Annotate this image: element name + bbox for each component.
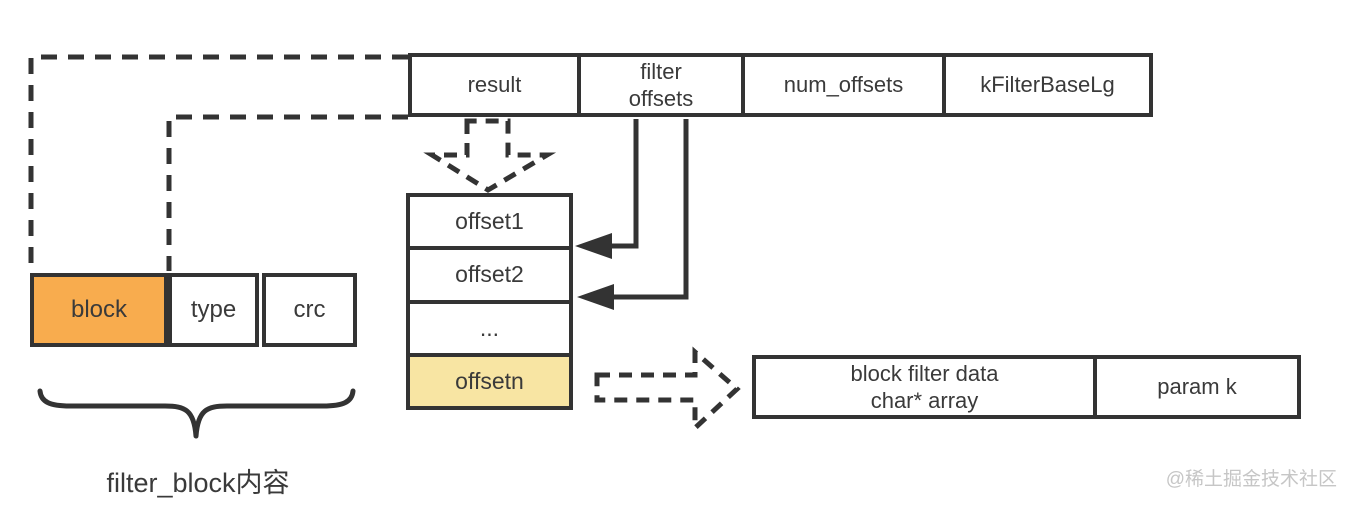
dashed-down-block-arrow-icon (423, 118, 557, 193)
box-block: block (30, 273, 168, 347)
row-offset1: offset1 (455, 208, 524, 235)
cell-block-filter-data: block filter data char* array (850, 360, 999, 414)
box-block-label: block (70, 296, 128, 323)
watermark-text: @稀土掘金技术社区 (1165, 469, 1337, 490)
cell-filter-offsets: filter offsets (577, 57, 741, 113)
arrow-filter-offsets-to-offset1 (575, 119, 639, 259)
block-filter-data-table: block filter data char* array param k (752, 355, 1301, 419)
box-crc: crc (262, 273, 357, 347)
cell-num-offsets: num_offsets (741, 57, 942, 113)
dashed-connector-top (28, 54, 408, 271)
dashed-connector-bottom (166, 114, 408, 271)
filter-block-header-table: result filter offsets num_offsets kFilte… (408, 53, 1153, 117)
offset-array-stack: offset1 offset2 ... offsetn (406, 193, 573, 410)
row-offset-ellipsis: ... (410, 299, 569, 353)
curly-brace (37, 388, 356, 439)
cell-result: result (467, 72, 522, 98)
cell-kfilterbaselg: kFilterBaseLg (942, 57, 1149, 113)
cell-param-k: param k (1093, 359, 1297, 415)
dashed-right-block-arrow-icon (594, 346, 741, 434)
brace-caption: filter_block内容 (106, 468, 290, 498)
box-type-label: type (190, 296, 237, 323)
row-offsetn: offsetn (410, 352, 569, 406)
box-crc-label: crc (293, 296, 326, 323)
row-offset2: offset2 (410, 246, 569, 299)
arrow-filter-offsets-to-offset2 (577, 119, 689, 310)
box-type: type (168, 273, 259, 347)
